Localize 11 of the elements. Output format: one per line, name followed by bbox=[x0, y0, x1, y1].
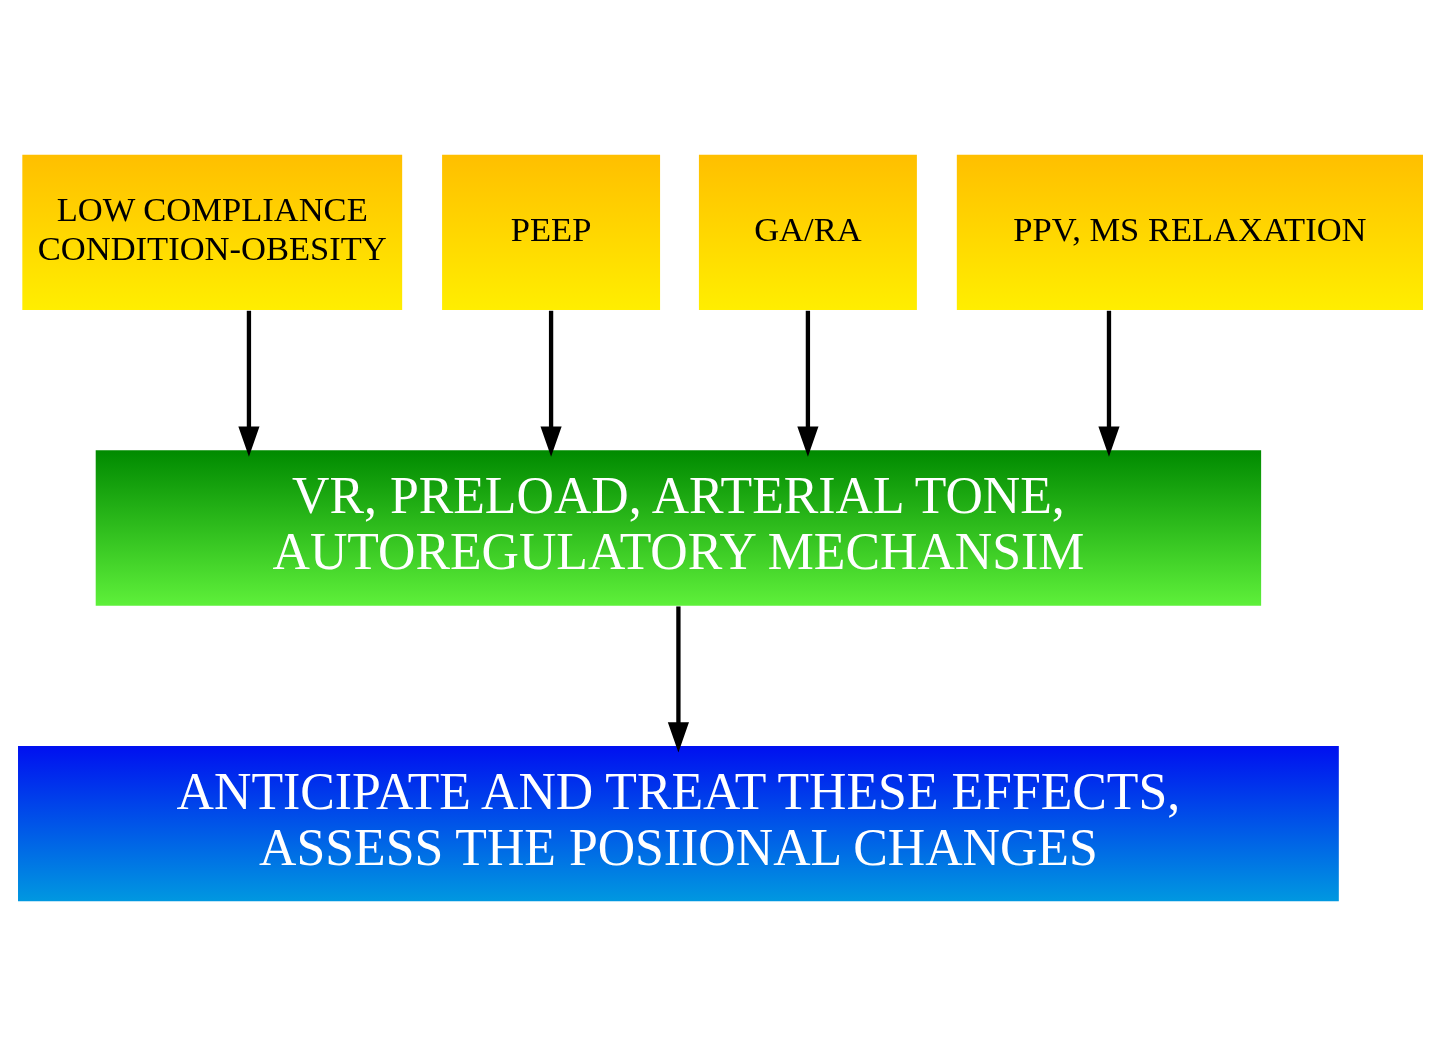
node-box: PPV, MS RELAXATION bbox=[956, 154, 1423, 310]
node-box: ANTICIPATE AND TREAT THESE EFFECTS, ASSESS THE POSIIONAL CHANGES bbox=[17, 746, 1339, 902]
arrow bbox=[1097, 310, 1120, 457]
arrow bbox=[540, 310, 562, 457]
node-box: LOW COMPLIANCE CONDITION-OBESITY bbox=[21, 154, 402, 310]
arrow bbox=[237, 310, 260, 457]
node-box: GA/RA bbox=[698, 154, 917, 310]
arrow bbox=[796, 310, 818, 457]
arrow bbox=[667, 606, 689, 753]
node-box: VR, PRELOAD, ARTERIAL TONE, AUTOREGULATORY MECHANSIM bbox=[95, 450, 1261, 606]
node-box: PEEP bbox=[441, 154, 660, 310]
